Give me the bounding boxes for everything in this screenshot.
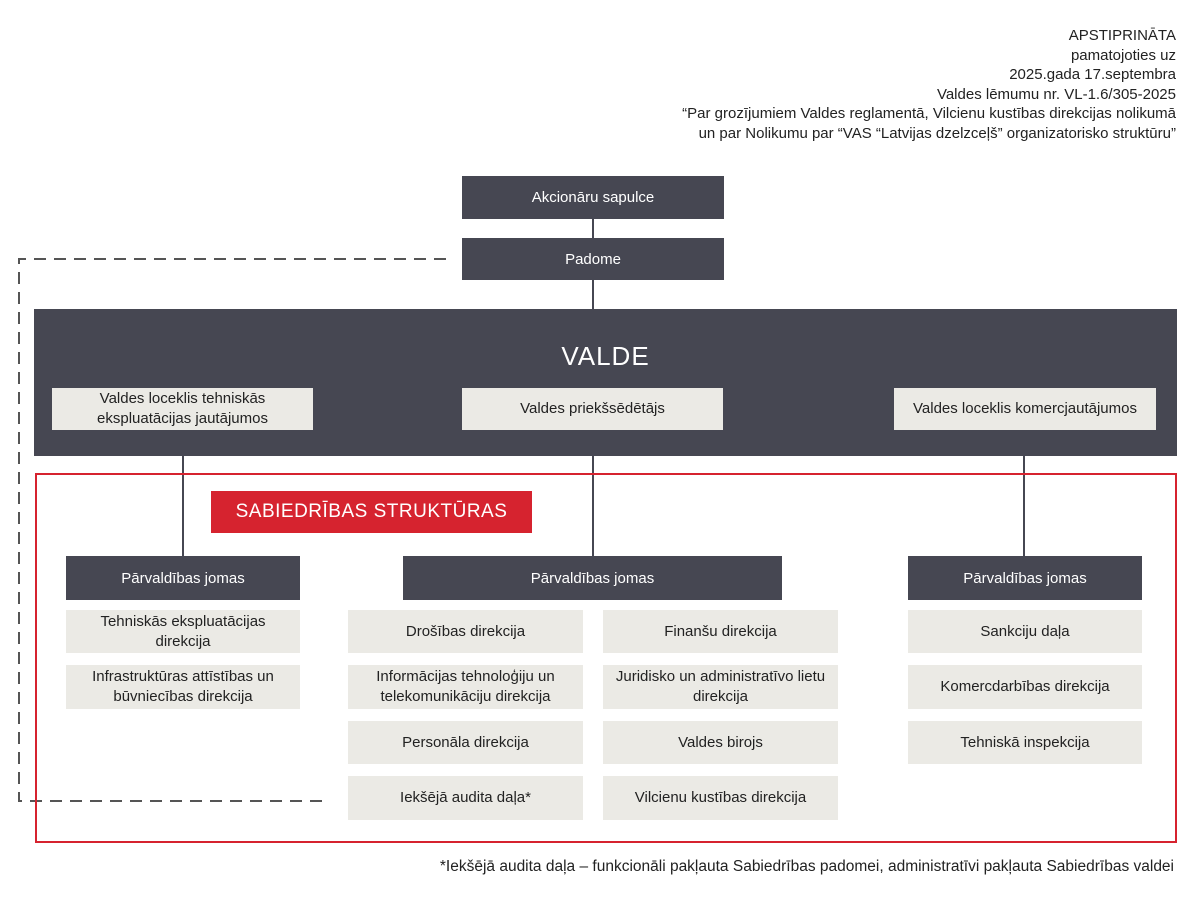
left-unit: Tehniskās ekspluatācijas direkcija	[66, 610, 300, 653]
structures-frame	[35, 473, 1177, 843]
connector-right-member	[1023, 455, 1025, 556]
approval-line: 2025.gada 17.septembra	[1009, 66, 1176, 83]
structures-label: SABIEDRĪBAS STRUKTŪRAS	[211, 491, 532, 533]
board-member-commercial: Valdes loceklis komercjautājumos	[894, 388, 1156, 430]
center-unit: Valdes birojs	[603, 721, 838, 764]
center-unit: Informācijas tehnoloģiju un telekomunikā…	[348, 665, 583, 709]
board-band: VALDE	[34, 309, 1177, 456]
board-member-technical: Valdes loceklis tehniskās ekspluatācijas…	[52, 388, 313, 430]
right-unit: Sankciju daļa	[908, 610, 1142, 653]
connector-chair	[592, 455, 594, 556]
approval-line: un par Nolikumu par “VAS “Latvijas dzelz…	[698, 124, 1176, 142]
right-unit: Tehniskā inspekcija	[908, 721, 1142, 764]
center-unit: Vilcienu kustības direkcija	[603, 776, 838, 820]
right-governance-header: Pārvaldības jomas	[908, 556, 1142, 600]
shareholders-box: Akcionāru sapulce	[462, 176, 724, 219]
connector-council-board	[592, 279, 594, 310]
approval-line: “Par grozījumiem Valdes reglamentā, Vilc…	[682, 105, 1176, 122]
board-title: VALDE	[561, 341, 650, 371]
approval-header: APSTIPRINĀTA pamatojoties uz 2025.gada 1…	[682, 26, 1176, 143]
center-unit: Drošības direkcija	[348, 610, 583, 653]
approval-line: Valdes lēmumu nr. VL-1.6/305-2025	[936, 85, 1176, 103]
left-governance-header: Pārvaldības jomas	[66, 556, 300, 600]
internal-audit-unit: Iekšējā audita daļa*	[348, 776, 583, 820]
board-chair: Valdes priekšsēdētājs	[462, 388, 723, 430]
center-unit: Personāla direkcija	[348, 721, 583, 764]
left-unit: Infrastruktūras attīstības un būvniecība…	[66, 665, 300, 709]
connector-left-member	[182, 455, 184, 556]
approval-line: pamatojoties uz	[1070, 46, 1176, 64]
center-unit: Finanšu direkcija	[603, 610, 838, 653]
center-unit: Juridisko un administratīvo lietu direkc…	[603, 665, 838, 709]
council-box: Padome	[462, 238, 724, 280]
footnote: *Iekšējā audita daļa – funkcionāli pakļa…	[439, 858, 1174, 875]
approval-line: APSTIPRINĀTA	[1068, 27, 1176, 44]
connector-shareholders-council	[592, 218, 594, 238]
right-unit: Komercdarbības direkcija	[908, 665, 1142, 709]
center-governance-header: Pārvaldības jomas	[403, 556, 782, 600]
